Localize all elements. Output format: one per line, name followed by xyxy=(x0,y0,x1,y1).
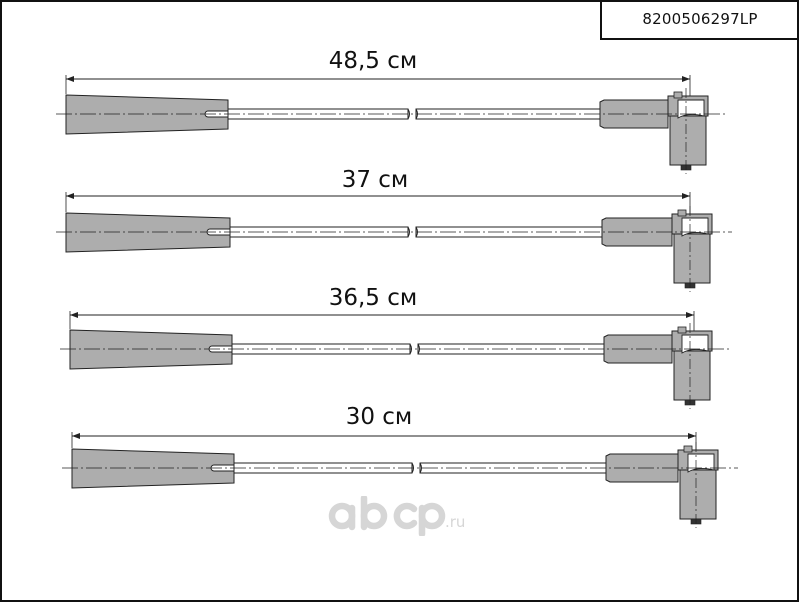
coil-cap-tab xyxy=(677,326,687,334)
coil-cap-window xyxy=(677,99,705,119)
wire-4-length-label: 30 см xyxy=(345,404,413,430)
coil-cap-window xyxy=(681,217,709,237)
dimension-arrow-left xyxy=(72,433,80,439)
coil-cap-tab xyxy=(677,209,687,217)
dimension-arrow-right xyxy=(682,193,690,199)
coil-cap-body xyxy=(673,350,711,401)
cable-break-mark xyxy=(407,226,410,238)
coil-cap-tab xyxy=(683,445,693,453)
coil-cap-body xyxy=(673,233,711,284)
spark-plug-boot xyxy=(65,94,229,135)
dimension-arrow-left xyxy=(66,76,74,82)
spark-plug-boot xyxy=(65,212,231,253)
cable-break-mark xyxy=(419,462,422,474)
part-number-box: 8200506297LP xyxy=(600,0,798,40)
coil-cap-body xyxy=(679,469,717,520)
wire-1-length-label: 48,5 см xyxy=(328,48,418,74)
coil-cap-window xyxy=(687,453,715,473)
cable-break-mark xyxy=(417,343,420,355)
dimension-arrow-left xyxy=(66,193,74,199)
watermark-suffix: .ru xyxy=(445,513,465,531)
dimension-arrow-right xyxy=(686,312,694,318)
spark-plug-boot xyxy=(69,329,233,370)
wire-3-length-label: 36,5 см xyxy=(328,285,418,311)
part-number: 8200506297LP xyxy=(642,10,758,28)
dimension-arrow-right xyxy=(682,76,690,82)
dimension-arrow-right xyxy=(688,433,696,439)
dimension-arrow-left xyxy=(70,312,78,318)
wire-2-length-label: 37 см xyxy=(341,167,409,193)
coil-cap-tab xyxy=(673,91,683,99)
spark-plug-boot xyxy=(71,448,235,489)
coil-cap-window xyxy=(681,334,709,354)
cable-break-mark xyxy=(407,108,410,120)
abcp-watermark-logo: .ru xyxy=(328,496,465,536)
coil-cap-body xyxy=(669,115,707,166)
